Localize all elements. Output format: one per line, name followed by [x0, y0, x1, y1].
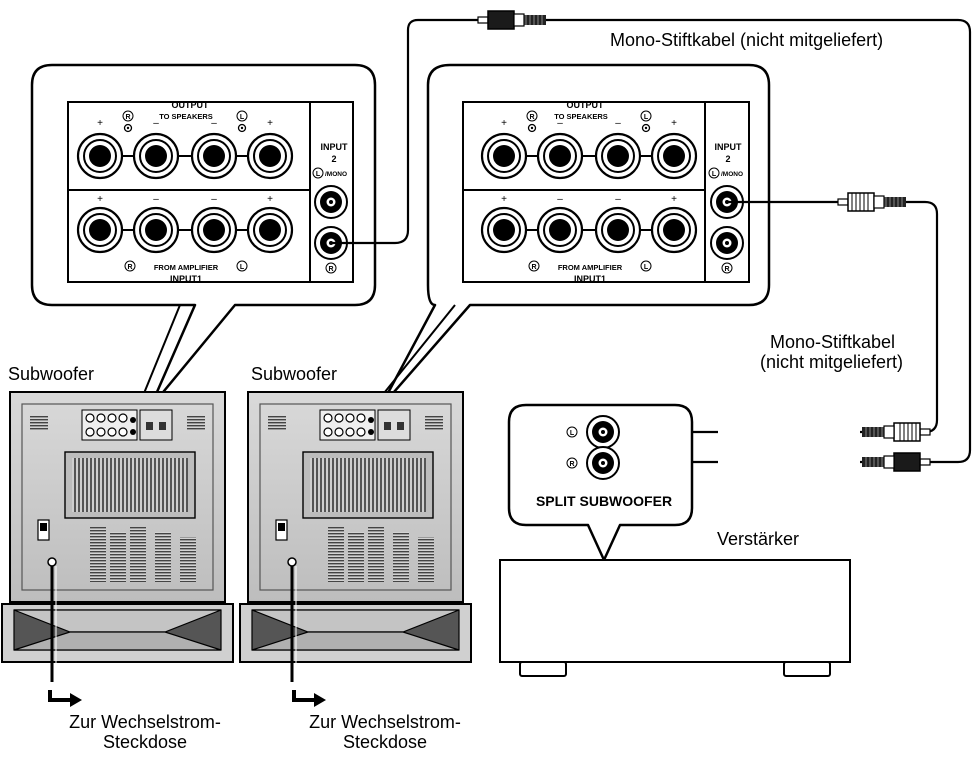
- power-left-label-line2: Steckdose: [102, 732, 188, 752]
- rca-plug-right: [837, 192, 907, 212]
- input2-r-jack: [710, 226, 744, 260]
- left-channel-marker: [236, 110, 248, 122]
- amplifier-label: Verstärker: [717, 529, 800, 549]
- power-cord-left: [47, 557, 82, 707]
- subwoofer-right: [239, 391, 472, 663]
- right-channel-marker: [528, 260, 540, 272]
- output-terminal-r-minus: [132, 132, 180, 180]
- split-subwoofer-r-jack: [586, 446, 620, 480]
- left-channel-marker: [236, 260, 248, 272]
- minus-sign: –: [615, 118, 621, 129]
- plus-sign: +: [267, 194, 273, 205]
- plus-sign: +: [501, 118, 507, 129]
- plus-sign: +: [267, 118, 273, 129]
- screw: [527, 123, 537, 133]
- power-left-label-line1: Zur Wechselstrom-: [69, 712, 221, 732]
- plus-sign: +: [97, 118, 103, 129]
- rca-plug-top: [477, 10, 547, 30]
- right-channel-marker: [325, 262, 337, 274]
- cable-right-to-amp: [860, 200, 939, 434]
- minus-sign: –: [153, 118, 159, 129]
- input2-l-mono-jack: [314, 185, 348, 219]
- subwoofer-right-label: Subwoofer: [251, 364, 338, 384]
- subwoofer-left: [1, 391, 234, 663]
- right-channel-marker: [721, 262, 733, 274]
- screw: [123, 123, 133, 133]
- power-cord-right: [287, 557, 326, 707]
- input2-label: INPUT: [321, 142, 349, 152]
- output-terminal-l-minus: [594, 132, 642, 180]
- minus-sign: –: [615, 194, 621, 205]
- output-terminal-r-minus: [536, 132, 584, 180]
- to-speakers-label: TO SPEAKERS: [554, 112, 608, 121]
- cable-right-label-line2: (nicht mitgeliefert): [760, 352, 904, 372]
- output-label: OUTPUT: [567, 100, 605, 110]
- output-terminal-l-plus: [246, 132, 294, 180]
- input1-terminal-l-plus: [246, 206, 294, 254]
- right-terminal-callout: OUTPUT TO SPEAKERS + – – + + – – + FROM …: [371, 63, 771, 410]
- input1-terminal-r-minus: [536, 206, 584, 254]
- input1-terminal-l-minus: [190, 206, 238, 254]
- from-amplifier-label: FROM AMPLIFIER: [558, 263, 623, 272]
- mono-label: /MONO: [325, 171, 347, 178]
- left-terminal-callout: OUTPUT TO SPEAKERS + – – + + – – + FROM …: [30, 63, 377, 410]
- input2-label: INPUT: [715, 142, 743, 152]
- plus-sign: +: [671, 118, 677, 129]
- minus-sign: –: [557, 118, 563, 129]
- left-channel-marker: [312, 167, 324, 179]
- power-right-label-line2: Steckdose: [342, 732, 428, 752]
- minus-sign: –: [211, 118, 217, 129]
- cable-top-route: [331, 18, 478, 245]
- cable-right-label-line1: Mono-Stiftkabel: [770, 332, 896, 352]
- from-amplifier-label: FROM AMPLIFIER: [154, 263, 219, 272]
- input1-terminal-r-minus: [132, 206, 180, 254]
- split-subwoofer-label: SPLIT SUBWOOFER: [536, 493, 672, 509]
- right-channel-marker: [124, 260, 136, 272]
- power-right-label-line1: Zur Wechselstrom-: [309, 712, 461, 732]
- subwoofer-left-label: Subwoofer: [8, 364, 95, 384]
- left-channel-marker: [640, 260, 652, 272]
- amplifier-unit: [499, 559, 851, 677]
- left-channel-marker: [708, 167, 720, 179]
- cable-top-to-amp: [546, 18, 972, 464]
- left-channel-marker: [640, 110, 652, 122]
- output-terminal-r-plus: [480, 132, 528, 180]
- input1-terminal-l-plus: [650, 206, 698, 254]
- input1-terminal-r-plus: [480, 206, 528, 254]
- input2-number: 2: [331, 154, 336, 164]
- screw: [237, 123, 247, 133]
- input2-number: 2: [725, 154, 730, 164]
- input1-label: INPUT1: [574, 274, 606, 284]
- output-terminal-l-plus: [650, 132, 698, 180]
- right-channel-marker: [566, 457, 578, 469]
- cable-top-label: Mono-Stiftkabel (nicht mitgeliefert): [610, 30, 884, 50]
- plus-sign: +: [97, 194, 103, 205]
- input1-terminal-r-plus: [76, 206, 124, 254]
- output-terminal-l-minus: [190, 132, 238, 180]
- minus-sign: –: [211, 194, 217, 205]
- plus-sign: +: [671, 194, 677, 205]
- plus-sign: +: [501, 194, 507, 205]
- screw: [641, 123, 651, 133]
- to-speakers-label: TO SPEAKERS: [159, 112, 213, 121]
- output-terminal-r-plus: [76, 132, 124, 180]
- mono-label: /MONO: [721, 171, 743, 178]
- input1-label: INPUT1: [170, 274, 202, 284]
- right-channel-marker: [122, 110, 134, 122]
- input1-terminal-l-minus: [594, 206, 642, 254]
- split-subwoofer-l-jack: [586, 415, 620, 449]
- minus-sign: –: [557, 194, 563, 205]
- output-label: OUTPUT: [172, 100, 210, 110]
- split-subwoofer-callout: SPLIT SUBWOOFER: [507, 403, 694, 562]
- right-channel-marker: [526, 110, 538, 122]
- left-channel-marker: [566, 426, 578, 438]
- minus-sign: –: [153, 194, 159, 205]
